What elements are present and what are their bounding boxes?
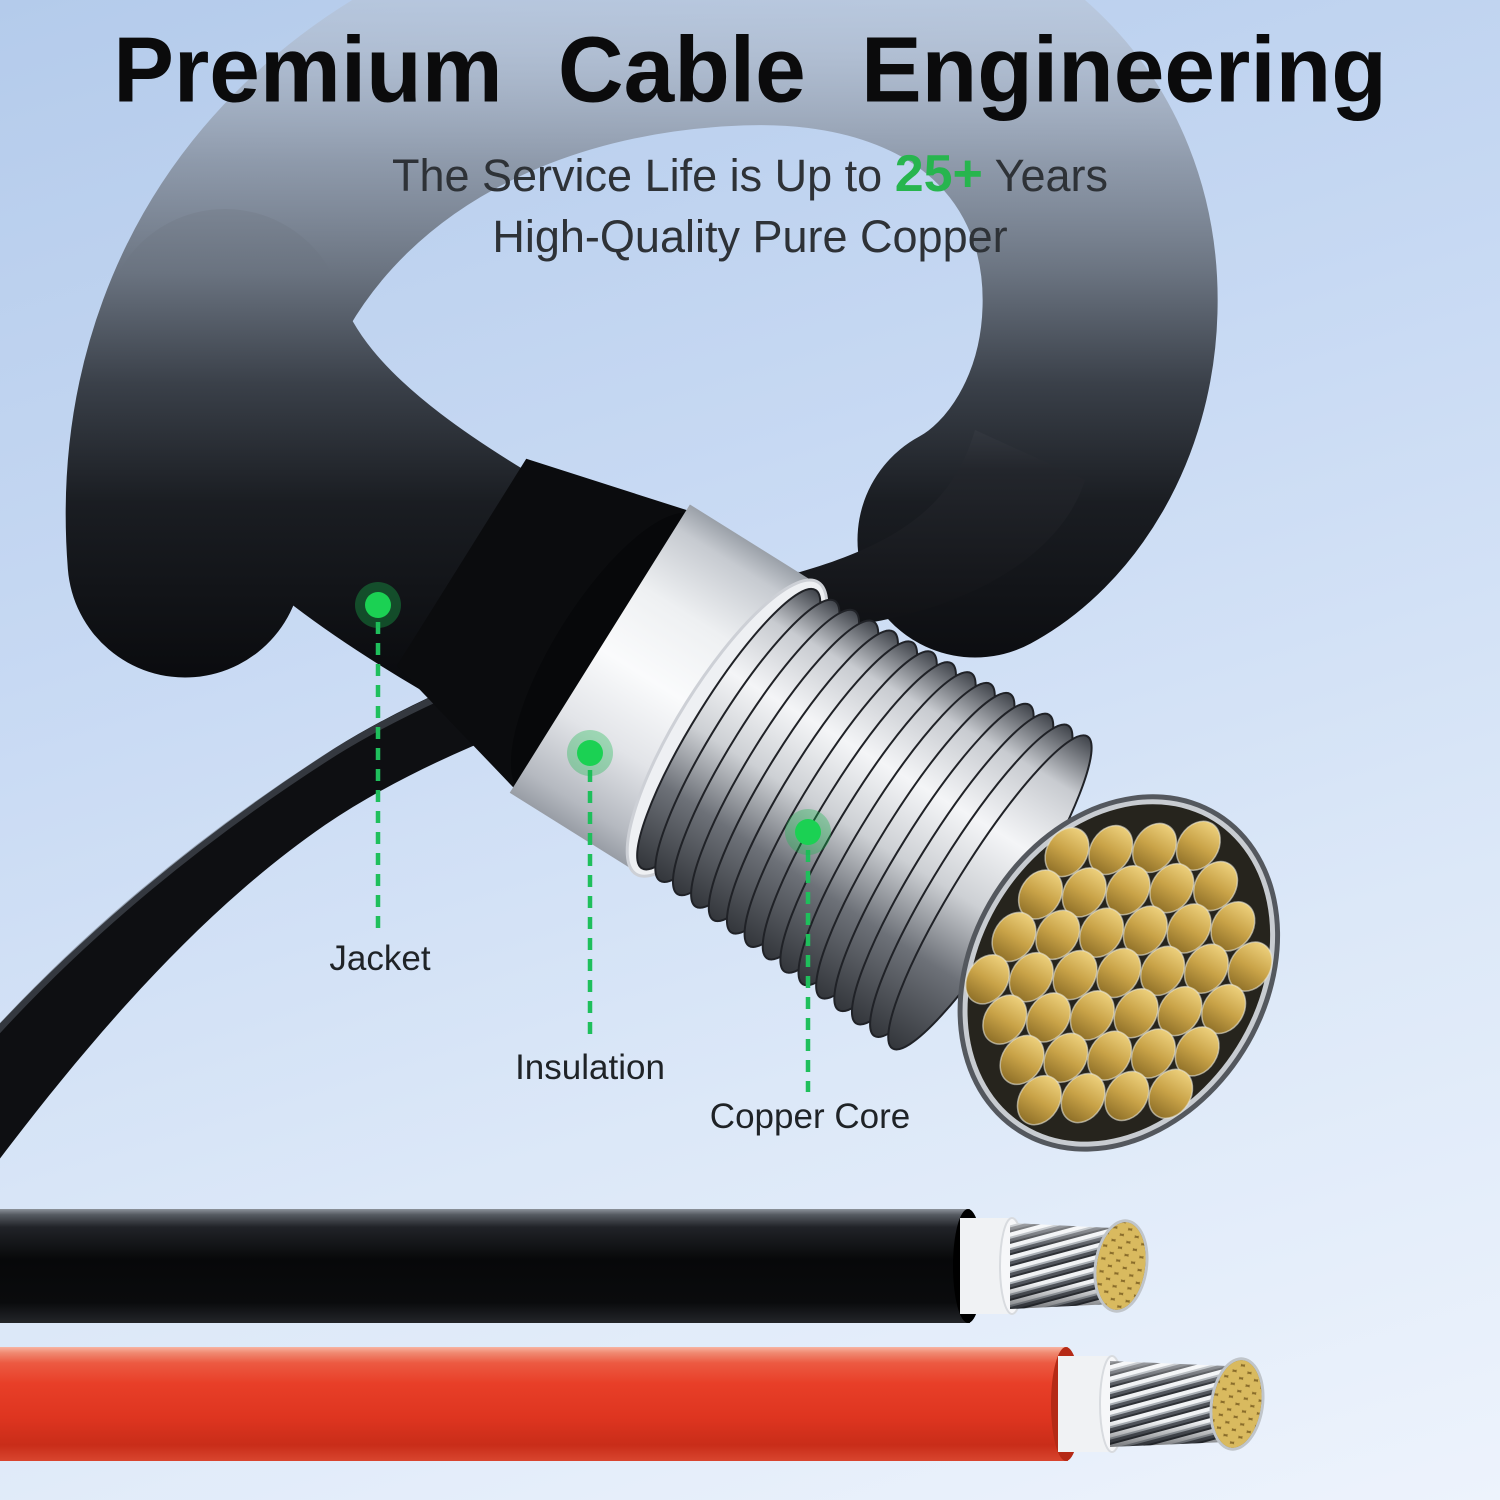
page-title: Premium Cable Engineering xyxy=(113,18,1387,122)
red-cable-jacket xyxy=(0,1347,1068,1461)
label-jacket: Jacket xyxy=(329,939,431,978)
strand-wrap xyxy=(636,587,1093,1051)
insulation-dot xyxy=(577,740,603,766)
black-cable-strands-shading xyxy=(1010,1223,1112,1309)
subtitle-prefix: The Service Life is Up to xyxy=(391,150,895,202)
black-cable-copper-face xyxy=(1093,1219,1149,1313)
black-cable-jacket xyxy=(0,1209,970,1323)
cable-cutaway xyxy=(396,458,1281,1152)
subtitle-line1: The Service Life is Up to 25+ Years xyxy=(0,142,1500,207)
red-cable xyxy=(0,1347,1265,1461)
copper-strand-ends xyxy=(964,820,1273,1126)
callout-copper-core-marker xyxy=(785,809,831,1092)
copper-core-dot xyxy=(795,819,821,845)
label-copper-core: Copper Core xyxy=(709,1097,911,1136)
jacket-flare xyxy=(396,458,697,795)
label-insulation: Insulation xyxy=(515,1048,665,1087)
insulation-cylinder xyxy=(509,504,819,874)
hero-header: Premium Cable Engineering The Service Li… xyxy=(0,18,1500,266)
subtitle-line2: High-Quality Pure Copper xyxy=(492,211,1008,263)
black-cable xyxy=(0,1209,1149,1323)
callout-jacket-marker xyxy=(355,582,401,930)
jacket-dot xyxy=(365,592,391,618)
subtitle-suffix: Years xyxy=(982,150,1109,202)
red-cable-copper-face xyxy=(1209,1357,1265,1451)
callout-insulation-marker xyxy=(567,730,613,1043)
subtitle-highlight: 25+ xyxy=(894,145,983,204)
red-cable-strands-shading xyxy=(1110,1361,1226,1447)
